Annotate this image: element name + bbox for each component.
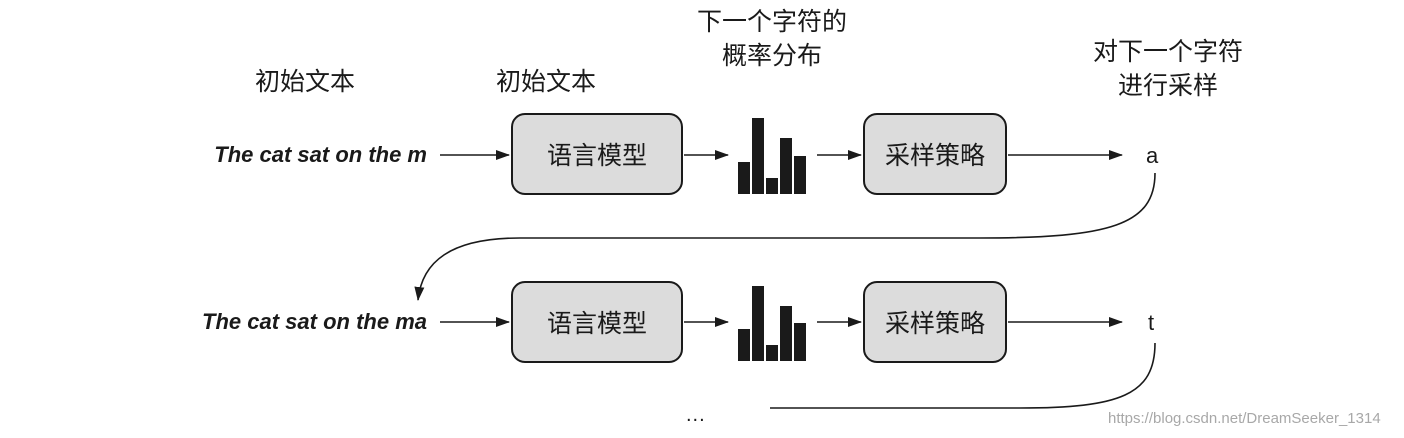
- watermark: https://blog.csdn.net/DreamSeeker_1314: [1108, 410, 1381, 427]
- sample-label-line2: 进行采样: [1117, 71, 1218, 100]
- input-text-row2: The cat sat on the ma: [202, 309, 427, 334]
- feedback-arrow-row1-to-row2: [414, 172, 1156, 301]
- histogram-bar: [766, 178, 778, 194]
- sampling-strategy-box-row1: 采样策略: [863, 113, 1007, 195]
- probability-histogram-row2: [738, 286, 806, 361]
- histogram-bar: [780, 138, 792, 194]
- language-model-label: 语言模型: [546, 309, 647, 338]
- distribution-label-line2: 概率分布: [721, 41, 822, 70]
- histogram-bar: [794, 156, 806, 194]
- distribution-label-line1: 下一个字符的: [696, 7, 847, 36]
- initial-text-label: 初始文本: [254, 67, 355, 96]
- histogram-bar: [766, 345, 778, 361]
- sample-label-line1: 对下一个字符: [1092, 37, 1243, 66]
- language-model-box-row2: 语言模型: [511, 281, 683, 363]
- continuation-curve: [770, 342, 1156, 409]
- histogram-bar: [738, 162, 750, 194]
- continuation-ellipsis: ...: [686, 404, 706, 426]
- language-model-label: 语言模型: [546, 141, 647, 170]
- initial-text-label-2: 初始文本: [495, 67, 596, 96]
- histogram-bar: [752, 118, 764, 194]
- sampling-strategy-label: 采样策略: [884, 141, 985, 170]
- sampling-strategy-label: 采样策略: [884, 309, 985, 338]
- histogram-bar: [752, 286, 764, 361]
- sampling-strategy-box-row2: 采样策略: [863, 281, 1007, 363]
- histogram-bar: [738, 329, 750, 361]
- input-text-row1: The cat sat on the m: [214, 142, 427, 167]
- output-char-row1: a: [1146, 143, 1159, 168]
- output-char-row2: t: [1148, 310, 1155, 335]
- probability-histogram-row1: [738, 118, 806, 194]
- histogram-bar: [794, 323, 806, 361]
- histogram-bar: [780, 306, 792, 361]
- language-model-box-row1: 语言模型: [511, 113, 683, 195]
